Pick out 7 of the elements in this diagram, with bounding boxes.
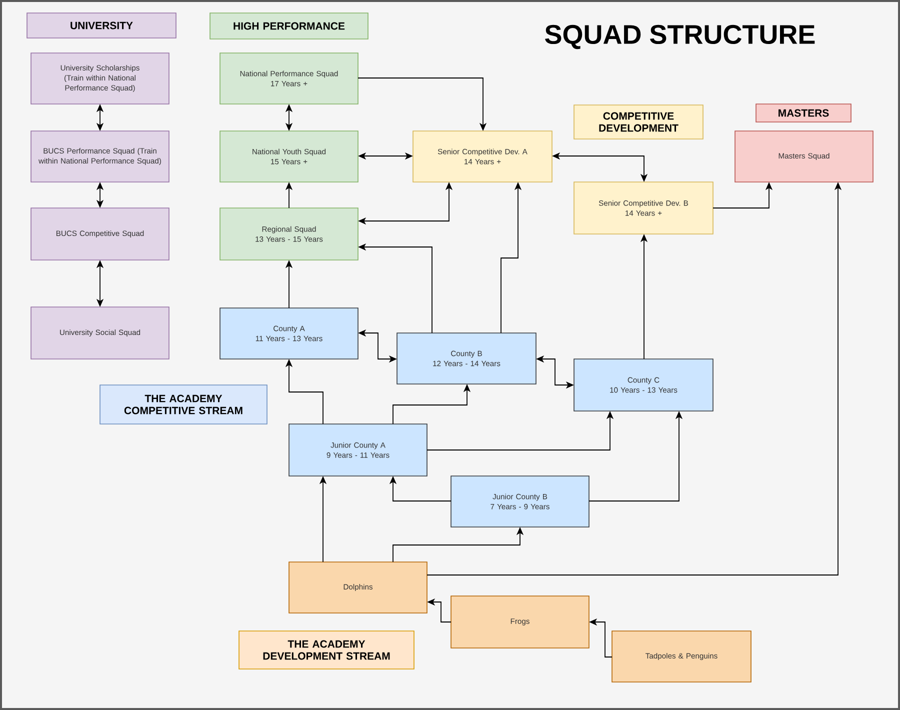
section-heading: UNIVERSITY <box>26 12 176 38</box>
section-heading: MASTERS <box>756 104 852 122</box>
title: SQUAD STRUCTURE <box>545 24 815 50</box>
section-heading: COMPETITIVE DEVELOPMENT <box>574 104 704 140</box>
section-heading: THE ACADEMY COMPETITIVE STREAM <box>100 384 268 424</box>
section-heading: HIGH PERFORMANCE <box>210 12 368 40</box>
section-heading: THE ACADEMY DEVELOPMENT STREAM <box>238 630 414 670</box>
